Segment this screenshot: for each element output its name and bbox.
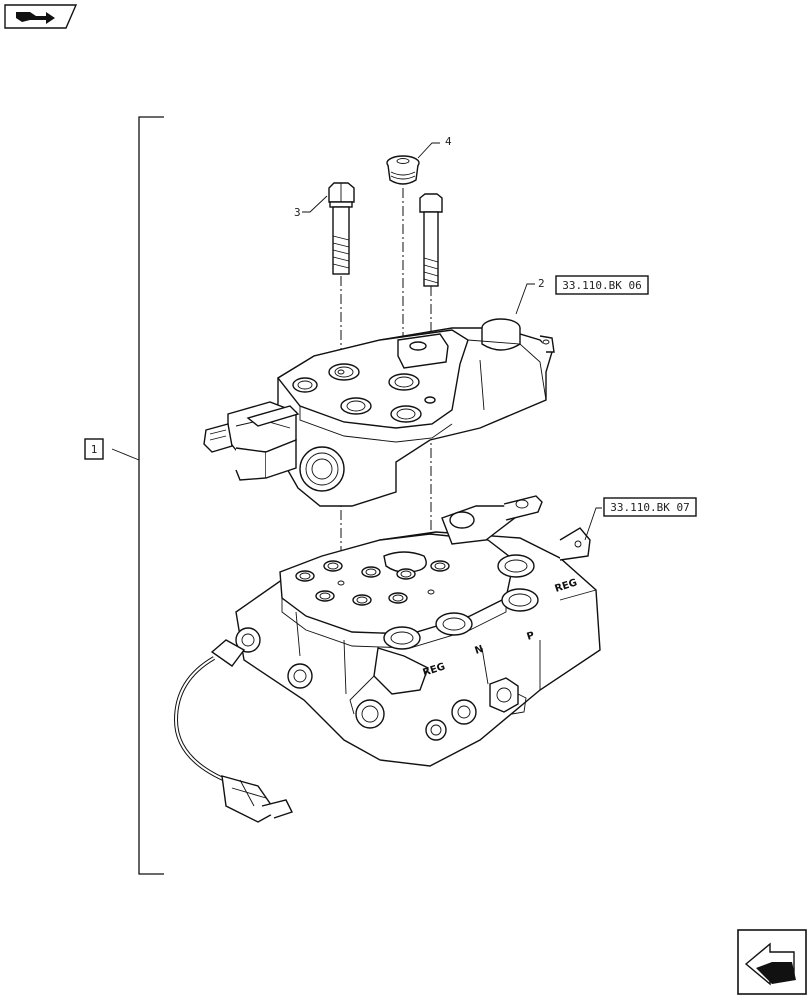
callout-item-2[interactable]: 2 bbox=[515, 277, 545, 315]
inlet-section-reference[interactable]: 33.110.BK 07 bbox=[603, 497, 697, 517]
callout-item-3-label: 3 bbox=[294, 206, 301, 219]
mark-n: N bbox=[474, 644, 485, 657]
callout-inlet-section[interactable] bbox=[584, 507, 602, 541]
valve-section-reference-label: 33.110.BK 06 bbox=[562, 279, 641, 292]
assembly-callout[interactable]: 1 bbox=[84, 438, 104, 460]
callout-item-2-label: 2 bbox=[538, 277, 545, 290]
next-page-arrow-icon[interactable] bbox=[737, 929, 807, 995]
inlet-section-reference-label: 33.110.BK 07 bbox=[610, 501, 689, 514]
valve-section-lower: REG P N REG bbox=[173, 495, 601, 823]
mark-p: P bbox=[526, 630, 536, 643]
valve-section-reference[interactable]: 33.110.BK 06 bbox=[555, 275, 649, 295]
book-arrow-icon[interactable] bbox=[4, 4, 78, 29]
bolt-part bbox=[328, 182, 355, 275]
assembly-bracket bbox=[111, 116, 164, 875]
valve-section-upper bbox=[203, 318, 555, 507]
callout-item-4-label: 4 bbox=[445, 135, 452, 148]
plug-part bbox=[386, 155, 420, 185]
callout-item-4[interactable]: 4 bbox=[417, 135, 452, 159]
callout-item-3[interactable]: 3 bbox=[294, 195, 328, 219]
bolt-part-secondary bbox=[419, 193, 443, 287]
assembly-callout-label: 1 bbox=[91, 443, 98, 456]
